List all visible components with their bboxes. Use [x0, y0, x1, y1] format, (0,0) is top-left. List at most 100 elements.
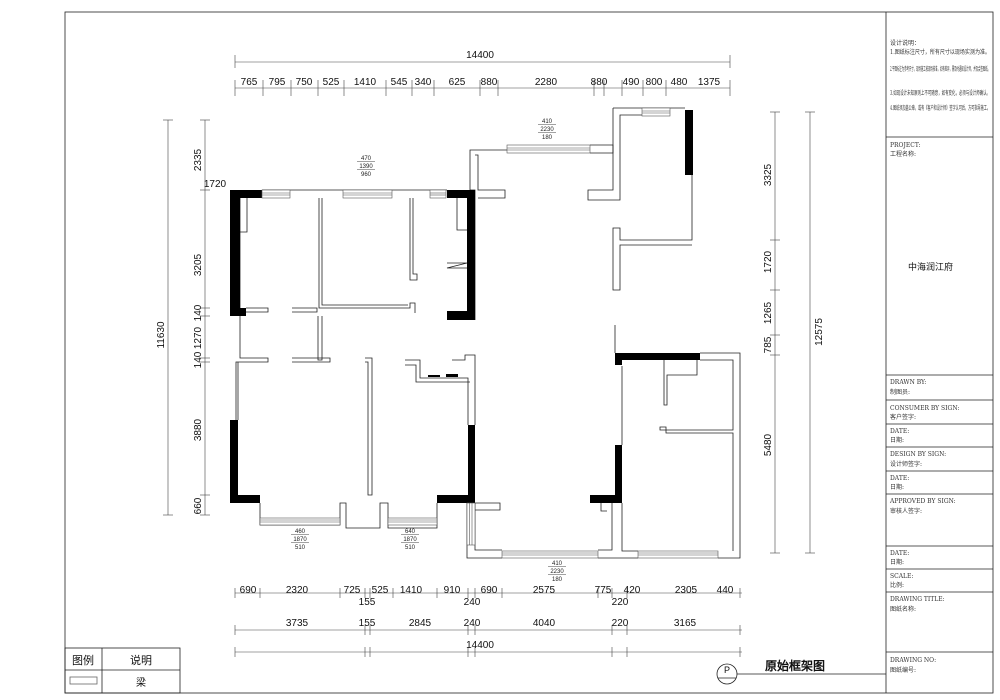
dim-bottom: 910 [444, 585, 461, 596]
window-label-width: 960 [361, 172, 372, 178]
windows [259, 107, 719, 559]
design-label-cn: 设计师签字: [890, 460, 922, 468]
drawing-title-label-cn: 图纸名称: [890, 605, 916, 613]
window-label-height: 1390 [359, 164, 373, 170]
dim-bottom-row2: 155 [359, 618, 376, 629]
dim-bottom: 725 [344, 585, 361, 596]
dim-left-horizontal: 1720 [204, 179, 227, 190]
window-label-sill: 410 [542, 119, 553, 125]
dim-right-total: 12575 [814, 318, 825, 346]
window-label-sill: 470 [361, 156, 372, 162]
project-label-cn: 工程名称: [890, 150, 916, 158]
dim-top: 340 [415, 77, 432, 88]
dim-bottom-row2: 4040 [533, 618, 556, 629]
consumer-label: CONSUMER BY SIGN: [890, 405, 959, 412]
date-label-cn: 日期: [890, 436, 904, 444]
dim-top: 490 [623, 77, 640, 88]
dim-top: 1410 [354, 77, 377, 88]
dim-top: 750 [296, 77, 313, 88]
dim-top: 795 [269, 77, 286, 88]
drawing-title: P 原始框架图 [716, 658, 886, 685]
date-label: DATE: [890, 550, 909, 557]
dim-top: 880 [591, 77, 608, 88]
window-label-width: 180 [542, 135, 553, 141]
dim-top-total: 14400 [466, 50, 494, 61]
window-label-width: 510 [405, 545, 416, 551]
dim-bottom-row2: 3735 [286, 618, 309, 629]
dim-top: 1375 [698, 77, 721, 88]
window-label-sill: 460 [295, 529, 306, 535]
thin-walls [235, 107, 741, 559]
dim-bottom: 690 [240, 585, 257, 596]
dim-bottom-sub: 155 [359, 597, 376, 608]
dim-top: 765 [241, 77, 258, 88]
beam-symbol-icon [69, 676, 98, 685]
window-label-height: 1870 [293, 537, 307, 543]
project-label: PROJECT: [890, 142, 921, 149]
window-label-width: 510 [295, 545, 306, 551]
design-label: DESIGN BY SIGN: [890, 451, 946, 458]
dim-right: 5480 [763, 433, 774, 456]
dim-top: 625 [449, 77, 466, 88]
window-label-sill: 410 [552, 561, 563, 567]
drawing-title-text: 原始框架图 [765, 658, 825, 673]
dim-bottom: 525 [372, 585, 389, 596]
approved-label-cn: 审核人签字: [890, 507, 922, 515]
dimension-lines [163, 55, 815, 657]
dim-left-total: 11630 [156, 321, 167, 349]
dim-right: 3325 [763, 163, 774, 186]
dim-top: 545 [391, 77, 408, 88]
window-label-height: 2230 [550, 569, 564, 575]
dim-left: 2335 [193, 148, 204, 171]
dim-bottom: 690 [481, 585, 498, 596]
load-bearing-walls [230, 110, 700, 503]
drawing-no-label: DRAWING NO: [890, 657, 936, 664]
dim-right: 1265 [763, 301, 774, 324]
legend-table: 图例 说明 梁 [64, 647, 181, 694]
note-3: 3.如现设计未知原则上不可随意，如有变化，必须与设计师确认。 [890, 89, 990, 97]
dim-bottom-row2: 3165 [674, 618, 697, 629]
dim-bottom: 775 [595, 585, 612, 596]
legend-item-beam: 梁 [136, 676, 146, 689]
date-label-cn: 日期: [890, 558, 904, 566]
window-label-height: 2230 [540, 127, 554, 133]
dim-top: 800 [646, 77, 663, 88]
window-label-sill: 640 [405, 529, 416, 535]
dim-bottom-sub: 220 [612, 597, 629, 608]
dim-left: 1270 [193, 326, 204, 349]
plan-symbol-letter: P [724, 665, 730, 675]
dim-right: 1720 [763, 250, 774, 273]
drawn-by-label: DRAWN BY: [890, 379, 926, 386]
scale-label: SCALE: [890, 573, 913, 580]
dim-bottom-row2: 240 [464, 618, 481, 629]
dim-bottom: 2575 [533, 585, 556, 596]
window-label-width: 180 [552, 577, 563, 583]
window-labels: 470 1390 960 410 2230 180 460 1870 510 640 1870 510… [291, 119, 566, 583]
title-block: 设计说明： 1.图纸标注尺寸，所有尺寸以现场实测为准。 2.平面标注为参考尺寸，… [886, 39, 993, 674]
note-4: 4.图纸须加盖公章，或有《客户和设计师》签字认可后，方可指导施工。 [890, 104, 990, 112]
dim-bottom: 2320 [286, 585, 309, 596]
dim-left: 140 [193, 304, 204, 321]
dim-bottom: 1410 [400, 585, 423, 596]
project-name: 中海润江府 [908, 261, 953, 273]
date-label: DATE: [890, 428, 909, 435]
dim-top: 525 [323, 77, 340, 88]
consumer-label-cn: 客户签字: [890, 413, 916, 421]
dim-bottom-row2: 220 [612, 618, 629, 629]
note-2: 2.平面标注为参考尺寸，现场施工按现场核准，如有差异，需及时通知设计师，并及会签… [890, 65, 990, 73]
dim-bottom-row2: 2845 [409, 618, 432, 629]
dim-bottom: 440 [717, 585, 734, 596]
dim-left: 3880 [193, 418, 204, 441]
sheet-frame [64, 11, 994, 694]
date-label-cn: 日期: [890, 483, 904, 491]
dim-left: 140 [193, 351, 204, 368]
dim-bottom: 2305 [675, 585, 698, 596]
dim-bottom-sub: 240 [464, 597, 481, 608]
dim-top: 880 [481, 77, 498, 88]
drawing-no-label-cn: 图纸编号: [890, 666, 916, 674]
window-label-height: 1870 [403, 537, 417, 543]
scale-label-cn: 比例: [890, 581, 904, 589]
note-1: 1.图纸标注尺寸，所有尺寸以现场实测为准。 [890, 48, 990, 56]
notes-heading: 设计说明： [890, 39, 920, 47]
